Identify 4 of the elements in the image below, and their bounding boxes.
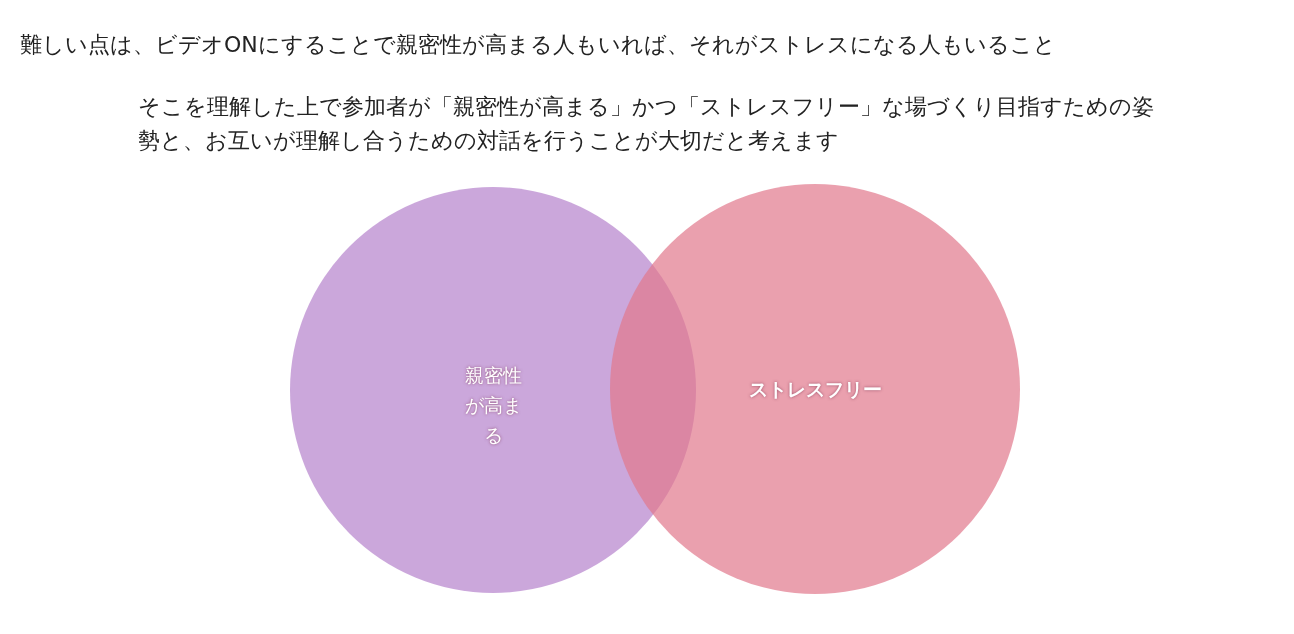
body-paragraph: そこを理解した上で参加者が「親密性が高まる」かつ「ストレスフリー」な場づくり目指すための姿勢と、お互いが理解し合うための対話を行うことが大切だと考えます [138, 93, 1155, 155]
heading-text: 難しい点は、ビデオONにすることで親密性が高まる人もいれば、それがストレスになる人もいること [20, 31, 1056, 59]
circle-label: 親密性が高まる [463, 363, 523, 448]
circle-label: ストレスフリー [747, 377, 883, 402]
